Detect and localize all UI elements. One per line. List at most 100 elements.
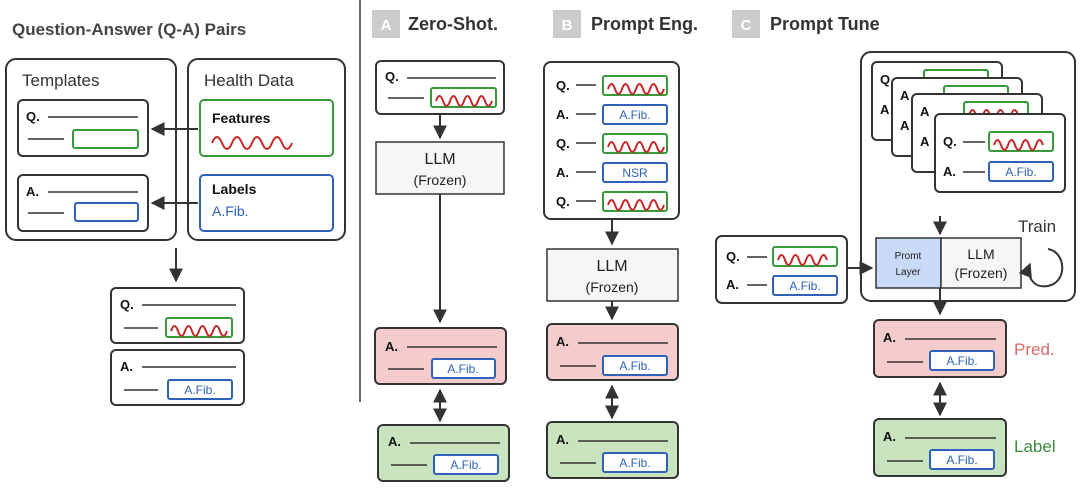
labels-label: Labels xyxy=(212,181,257,197)
prompt-row-marker: A. xyxy=(556,165,569,180)
stack-marker: A xyxy=(900,118,910,133)
prediction-value: A.Fib. xyxy=(946,354,977,368)
llm-title: LLM xyxy=(967,246,994,262)
answer-template: A. xyxy=(17,174,149,232)
a-marker: A. xyxy=(726,277,739,292)
prediction-value: A.Fib. xyxy=(619,359,650,373)
badge-a-letter: A xyxy=(381,17,392,34)
prompt-row-value: A.Fib. xyxy=(619,108,650,122)
pred-caption: Pred. xyxy=(1014,340,1055,359)
health-data-container xyxy=(187,58,346,241)
prompt-row-marker: Q. xyxy=(556,194,570,209)
panel-c-label: A. A.Fib. xyxy=(873,418,1007,477)
panel-c-prediction: A. A.Fib. xyxy=(873,319,1007,378)
stack-marker: Q. xyxy=(880,72,894,87)
a-marker: A. xyxy=(883,330,896,345)
a-marker: A. xyxy=(556,432,569,447)
ecg-wave-icon xyxy=(607,141,665,153)
prompt-row-marker: Q. xyxy=(556,136,570,151)
label-slot xyxy=(74,202,139,222)
a-marker: A. xyxy=(385,339,398,354)
label-caption: Label xyxy=(1014,437,1056,456)
ecg-wave-icon xyxy=(777,254,828,266)
q-marker: Q. xyxy=(26,109,40,124)
ecg-wave-icon xyxy=(993,139,1044,151)
feature-slot xyxy=(72,129,139,149)
ecg-wave-icon xyxy=(211,136,293,150)
prompt-row: A. A.Fib. xyxy=(556,104,668,125)
train-loop-icon xyxy=(1018,248,1064,288)
features-label: Features xyxy=(212,110,271,126)
prompt-row: A. NSR xyxy=(556,162,668,183)
question-template: Q. xyxy=(17,99,149,157)
llm-title: LLM xyxy=(424,151,455,168)
badge-c xyxy=(732,10,760,38)
prompt-row-marker: Q. xyxy=(556,78,570,93)
health-data-title: Health Data xyxy=(204,71,294,90)
panel-b-llm-box xyxy=(546,248,679,302)
ecg-wave-icon xyxy=(435,95,493,107)
a-marker: A. xyxy=(26,184,39,199)
prompt-rows: Q. A. A.Fib. Q. A. NSR Q. xyxy=(556,75,668,212)
llm-subtitle: (Frozen) xyxy=(955,265,1008,281)
stack-marker: A xyxy=(920,104,930,119)
badge-c-letter: C xyxy=(741,17,752,34)
panel-a-prediction: A. A.Fib. xyxy=(374,327,507,385)
training-card-front: Q. A. A.Fib. xyxy=(934,113,1066,193)
q-marker: Q. xyxy=(120,297,134,312)
panel-a-question: Q. xyxy=(375,60,505,115)
panel-c-input: Q. A. A.Fib. xyxy=(715,235,848,304)
panel-prompt-eng: B Prompt Eng. Q. A. A.Fib. Q. A. NSR Q. LLM (F… xyxy=(543,10,698,479)
panel-c-llm-box xyxy=(940,237,1022,289)
q-marker: Q. xyxy=(726,249,740,264)
label-value: A.Fib. xyxy=(619,456,650,470)
prompt-row-value: NSR xyxy=(622,166,648,180)
card-value: A.Fib. xyxy=(1005,165,1036,179)
panel-zero-shot: A Zero-Shot. Q. LLM (Frozen) A. A.Fib. A… xyxy=(372,10,510,482)
labels-box xyxy=(199,174,334,232)
prediction-value: A.Fib. xyxy=(447,362,478,376)
input-value: A.Fib. xyxy=(789,279,820,293)
ecg-wave-icon xyxy=(607,83,665,95)
panel-a-label: A. A.Fib. xyxy=(377,424,510,482)
features-box xyxy=(199,99,334,157)
stack-marker: A xyxy=(900,88,910,103)
a-marker: A. xyxy=(388,434,401,449)
qa-pair-answer: A. A.Fib. xyxy=(110,349,245,406)
a-marker: A. xyxy=(120,359,133,374)
panel-a-title: Zero-Shot. xyxy=(408,14,498,34)
panel-a-llm-box xyxy=(375,141,505,195)
badge-a xyxy=(372,10,400,38)
q-marker: Q. xyxy=(943,134,957,149)
a-marker: A. xyxy=(883,429,896,444)
badge-b xyxy=(553,10,581,38)
llm-title: LLM xyxy=(596,258,627,275)
llm-subtitle: (Frozen) xyxy=(586,279,639,295)
templates-title: Templates xyxy=(22,71,99,90)
prompt-row: Q. xyxy=(556,191,668,212)
pair-answer-value: A.Fib. xyxy=(184,383,215,397)
a-marker: A. xyxy=(556,334,569,349)
templates-container xyxy=(5,58,177,241)
prompt-layer-box xyxy=(875,237,942,289)
prompt-row-marker: A. xyxy=(556,107,569,122)
panel-b-title: Prompt Eng. xyxy=(591,14,698,34)
prompt-row: Q. xyxy=(556,133,668,154)
prompt-layer-line2: Layer xyxy=(895,267,921,278)
labels-value: A.Fib. xyxy=(212,203,249,219)
ecg-wave-icon xyxy=(607,199,665,211)
train-label: Train xyxy=(1018,217,1056,236)
llm-subtitle: (Frozen) xyxy=(414,172,467,188)
stack-marker: A xyxy=(880,102,890,117)
badge-b-letter: B xyxy=(562,17,573,34)
a-marker: A. xyxy=(943,164,956,179)
ecg-wave-icon xyxy=(170,325,228,337)
prompt-row: Q. xyxy=(556,75,668,96)
left-panel-title: Question-Answer (Q-A) Pairs xyxy=(12,20,246,39)
panel-c-title: Prompt Tune xyxy=(770,14,880,34)
panel-b-prediction: A. A.Fib. xyxy=(546,323,679,381)
qa-pair-question: Q. xyxy=(110,287,245,344)
panel-b-label: A. A.Fib. xyxy=(546,421,679,479)
